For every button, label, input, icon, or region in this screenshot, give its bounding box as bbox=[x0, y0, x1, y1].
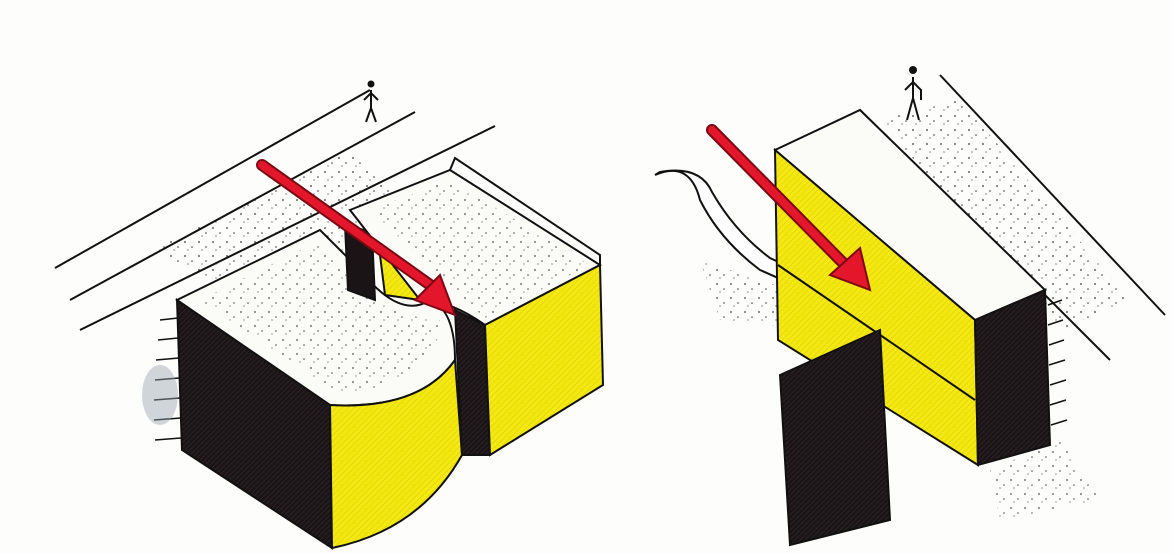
figure-right bbox=[655, 67, 1165, 545]
block-back-black-face bbox=[975, 290, 1050, 465]
block-front-black-face bbox=[780, 330, 890, 545]
shadow-smudge bbox=[142, 365, 178, 425]
figure-left bbox=[55, 82, 603, 549]
person-icon-left bbox=[364, 82, 378, 123]
